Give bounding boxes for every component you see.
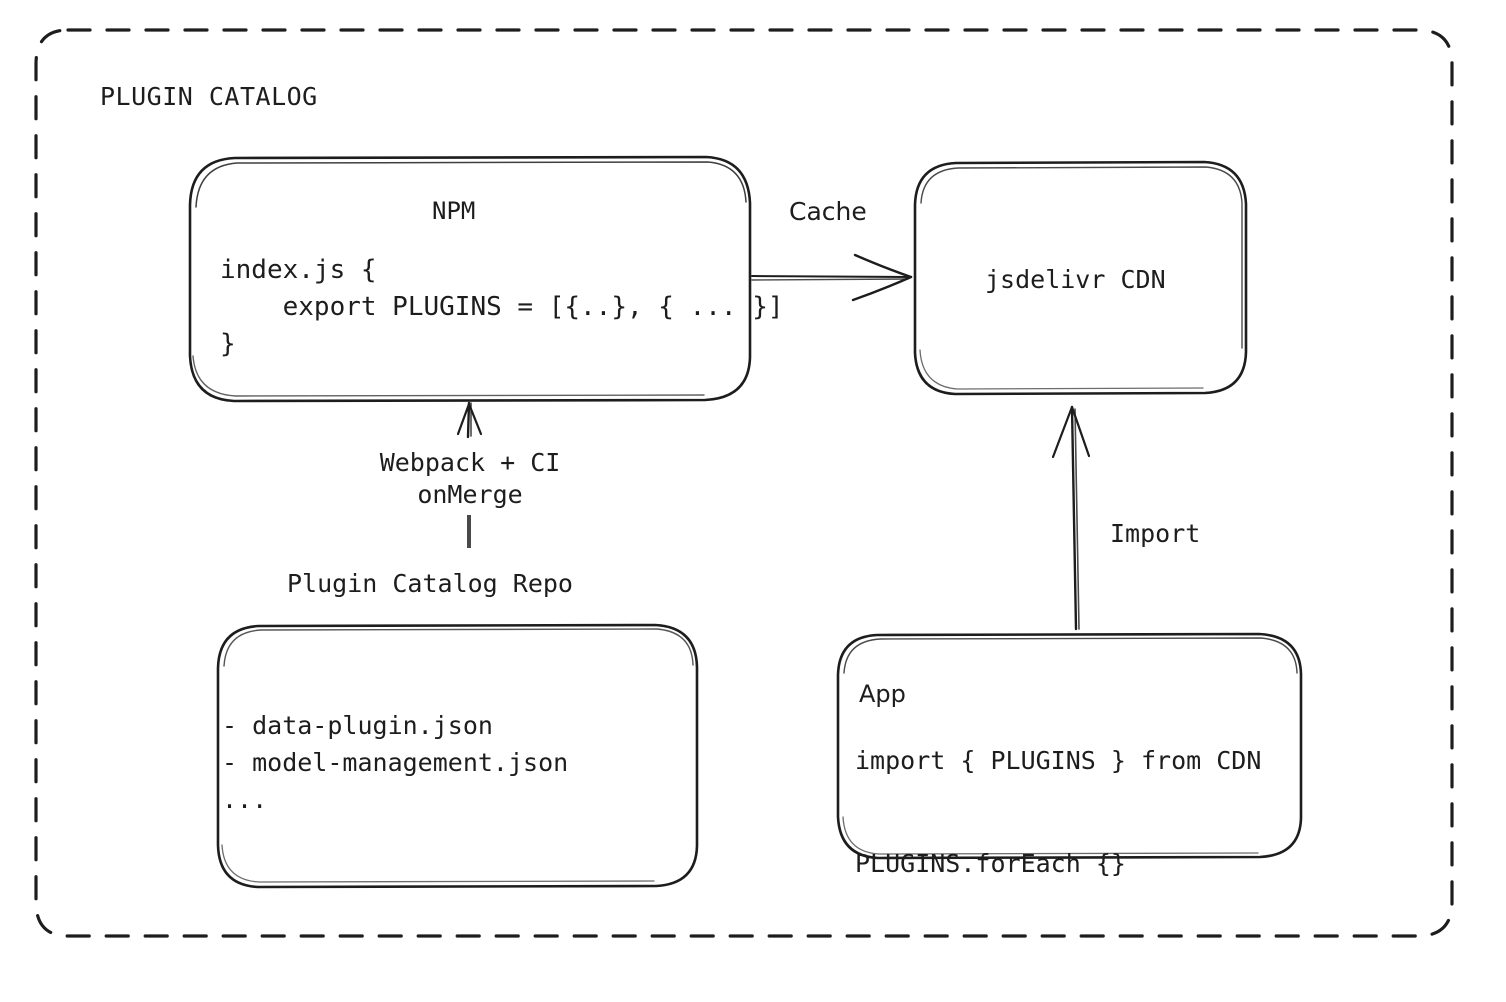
- app-node-code: import { PLUGINS } from CDN PLUGINS.forE…: [855, 746, 1262, 878]
- repo-node-file-list: - data-plugin.json - model-management.js…: [222, 711, 569, 814]
- edge-label-webpack-ci: Webpack + CI onMerge: [379, 448, 561, 509]
- npm-node-title: NPM: [432, 197, 476, 225]
- npm-node-code: index.js { export PLUGINS = [{..}, { ...…: [220, 255, 784, 359]
- cdn-node-title: jsdelivr CDN: [985, 265, 1166, 294]
- edge-label-import: Import: [1110, 519, 1201, 548]
- edge-app-to-cdn: [1051, 405, 1091, 631]
- group-title: PLUGIN CATALOG: [100, 82, 318, 111]
- edge-label-cache: Cache: [789, 197, 867, 226]
- repo-node-caption: Plugin Catalog Repo: [287, 569, 573, 598]
- app-node-title: App: [859, 680, 906, 708]
